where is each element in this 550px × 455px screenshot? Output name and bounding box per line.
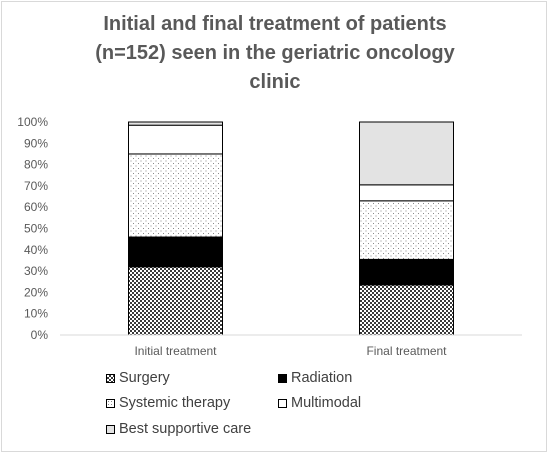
legend-label: Radiation [291, 370, 353, 386]
bar-segment-systemic-therapy-0 [128, 153, 223, 238]
legend-swatch [106, 424, 115, 434]
bar-segment-multimodal-0 [128, 124, 223, 155]
bar-segment-radiation-0 [128, 236, 223, 268]
legend-item-best-supportive-care: Best supportive care [106, 421, 251, 437]
x-category-label: Final treatment [366, 344, 447, 358]
bar-segment-multimodal-1 [359, 184, 454, 202]
legend-label: Multimodal [291, 395, 362, 411]
chart-title-line-3: clinic [249, 71, 301, 93]
legend-item-multimodal: Multimodal [278, 395, 361, 411]
legend-label: Best supportive care [119, 421, 252, 437]
chart-title-line-1: Initial and final treatment of patients [103, 13, 447, 35]
legend-label: Surgery [119, 370, 170, 386]
bar-segment-surgery-1 [359, 284, 454, 336]
y-tick-label: 60% [24, 200, 48, 214]
bar-segment-best-supportive-care-0 [128, 121, 223, 126]
chart-title-line-2: (n=152) seen in the geriatric oncology [95, 42, 455, 64]
legend-swatch [106, 398, 115, 408]
bar-segment-surgery-0 [128, 266, 223, 336]
chart-title: Initial and final treatment of patients … [22, 10, 528, 97]
y-tick-label: 0% [31, 328, 49, 342]
legend-item-systemic-therapy: Systemic therapy [106, 395, 230, 411]
legend-swatch [106, 373, 115, 383]
y-tick-label: 80% [24, 158, 48, 172]
y-tick-label: 90% [24, 136, 48, 150]
bar-segment-systemic-therapy-1 [359, 200, 454, 260]
legend-item-radiation: Radiation [278, 370, 352, 386]
y-tick-label: 10% [24, 307, 48, 321]
bars [128, 121, 454, 336]
x-axis-labels: Initial treatment Final treatment [134, 344, 447, 358]
y-axis-ticks: 0% 10% 20% 30% 40% 50% 60% 70% 80% 90% 100% [17, 115, 48, 342]
y-tick-label: 30% [24, 264, 48, 278]
y-tick-label: 50% [24, 222, 48, 236]
y-tick-label: 40% [24, 243, 48, 257]
y-tick-label: 100% [17, 115, 48, 129]
x-category-label: Initial treatment [134, 344, 217, 358]
legend-swatch [278, 398, 287, 408]
legend-swatch [278, 373, 287, 383]
bar-segment-best-supportive-care-1 [359, 121, 454, 186]
bar-segment-radiation-1 [359, 258, 454, 286]
legend-item-surgery: Surgery [106, 370, 170, 386]
legend-label: Systemic therapy [119, 395, 231, 411]
y-tick-label: 20% [24, 285, 48, 299]
y-tick-label: 70% [24, 179, 48, 193]
